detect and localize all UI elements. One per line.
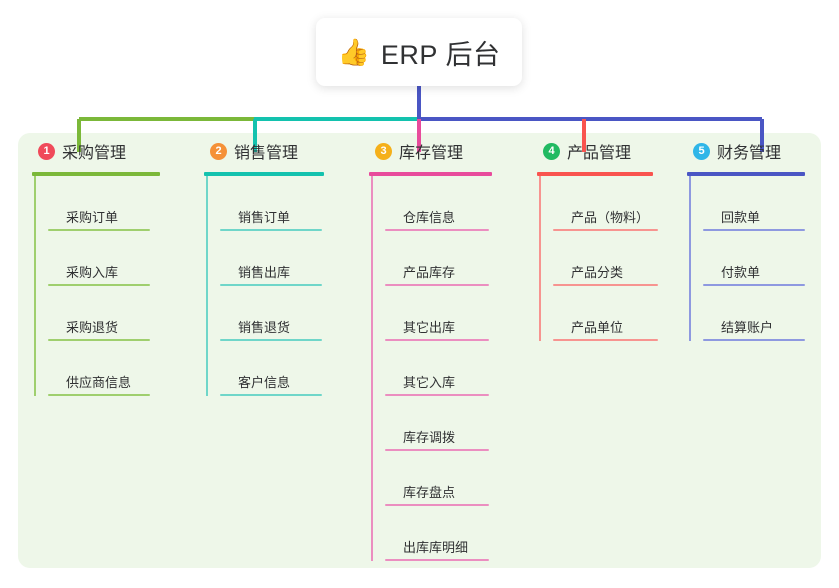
module-number-badge: 4 [543, 142, 560, 160]
thumbs-up-icon: 👍 [337, 37, 370, 67]
module-item-list: 产品（物料） 产品分类产品单位 [539, 176, 673, 341]
module-title: 采购管理 [62, 145, 127, 162]
module-item-list: 销售订单销售出库销售退货客户信息 [206, 176, 355, 396]
module-number-badge: 1 [38, 142, 55, 160]
module-item-underline [703, 339, 805, 341]
module-header-underline [537, 172, 653, 176]
module-item[interactable]: 销售退货 [220, 286, 355, 341]
module-item-label: 采购订单 [66, 210, 119, 225]
module-title: 财务管理 [717, 145, 782, 162]
module-item-label: 结算账户 [721, 320, 774, 335]
module-item-label: 回款单 [721, 210, 761, 225]
module-title: 产品管理 [567, 145, 632, 162]
module-columns: 1 采购管理采购订单采购入库采购退货供应商信息 2 销售管理销售订单销售出库销售退货客… [18, 133, 821, 568]
module-item-label: 客户信息 [238, 375, 291, 390]
module-item-label: 产品库存 [403, 265, 456, 280]
module-item-label: 库存盘点 [403, 485, 456, 500]
module-item[interactable]: 销售出库 [220, 231, 355, 286]
module-item[interactable]: 其它出库 [385, 286, 523, 341]
module-item-label: 销售退货 [238, 320, 291, 335]
module-item-underline [220, 339, 322, 341]
module-header-3[interactable]: 3 库存管理 [369, 133, 523, 169]
module-header-1[interactable]: 1 采购管理 [32, 133, 190, 169]
diagram-background-panel [18, 133, 821, 568]
module-item[interactable]: 采购订单 [48, 176, 190, 231]
module-item-underline [703, 284, 805, 286]
module-item-label: 其它出库 [403, 320, 456, 335]
module-item[interactable]: 产品分类 [553, 231, 673, 286]
module-item-label: 采购入库 [66, 265, 119, 280]
module-item-list: 采购订单采购入库采购退货供应商信息 [34, 176, 190, 396]
module-column-5: 5 财务管理回款单付款单结算账户 [673, 133, 821, 568]
module-header-underline [687, 172, 805, 176]
module-item-underline [385, 339, 489, 341]
module-item-underline [385, 559, 489, 561]
module-item[interactable]: 仓库信息 [385, 176, 523, 231]
module-item-underline [48, 229, 150, 231]
module-item-underline [553, 229, 658, 231]
module-item-label: 出库库明细 [403, 540, 469, 555]
module-item[interactable]: 其它入库 [385, 341, 523, 396]
module-header-2[interactable]: 2 销售管理 [204, 133, 355, 169]
module-header-underline [32, 172, 160, 176]
module-item[interactable]: 产品（物料） [553, 176, 673, 231]
module-header-underline [369, 172, 492, 176]
module-item-underline [385, 394, 489, 396]
module-item[interactable]: 产品库存 [385, 231, 523, 286]
module-item-label: 供应商信息 [66, 375, 132, 390]
module-item-label: 产品分类 [571, 265, 624, 280]
module-item-label: 库存调拨 [403, 430, 456, 445]
module-item-underline [48, 394, 150, 396]
module-item[interactable]: 付款单 [703, 231, 821, 286]
module-item-underline [385, 449, 489, 451]
module-item-underline [48, 339, 150, 341]
module-item-underline [385, 229, 489, 231]
module-item-list: 回款单付款单结算账户 [689, 176, 821, 341]
module-column-1: 1 采购管理采购订单采购入库采购退货供应商信息 [18, 133, 190, 568]
module-item-label: 其它入库 [403, 375, 456, 390]
module-number-badge: 2 [210, 142, 227, 160]
module-number-badge: 3 [375, 142, 392, 160]
module-item[interactable]: 采购退货 [48, 286, 190, 341]
module-item-underline [220, 284, 322, 286]
module-title: 销售管理 [234, 145, 299, 162]
module-item[interactable]: 客户信息 [220, 341, 355, 396]
module-item[interactable]: 结算账户 [703, 286, 821, 341]
module-item[interactable]: 出库库明细 [385, 506, 523, 561]
module-header-5[interactable]: 5 财务管理 [687, 133, 821, 169]
module-item-label: 仓库信息 [403, 210, 456, 225]
module-item-underline [553, 284, 658, 286]
module-column-2: 2 销售管理销售订单销售出库销售退货客户信息 [190, 133, 355, 568]
module-item-label: 采购退货 [66, 320, 119, 335]
module-item-label: 销售订单 [238, 210, 291, 225]
module-item-label: 产品（物料） [571, 210, 650, 225]
module-column-3: 3 库存管理仓库信息产品库存其它出库其它入库库存调拨库存盘点出库库明细 [355, 133, 523, 568]
module-item[interactable]: 库存盘点 [385, 451, 523, 506]
module-item[interactable]: 销售订单 [220, 176, 355, 231]
module-item-underline [48, 284, 150, 286]
module-title: 库存管理 [399, 145, 464, 162]
module-item[interactable]: 回款单 [703, 176, 821, 231]
module-item-underline [553, 339, 658, 341]
module-item[interactable]: 供应商信息 [48, 341, 190, 396]
module-header-4[interactable]: 4 产品管理 [537, 133, 673, 169]
page-title: ERP 后台 [380, 39, 501, 70]
module-item-label: 销售出库 [238, 265, 291, 280]
root-title-card: 👍 ERP 后台 [316, 18, 522, 86]
module-header-underline [204, 172, 324, 176]
module-item-label: 产品单位 [571, 320, 624, 335]
module-item-underline [385, 284, 489, 286]
module-item-underline [220, 229, 322, 231]
module-item-list: 仓库信息产品库存其它出库其它入库库存调拨库存盘点出库库明细 [371, 176, 523, 561]
module-column-4: 4 产品管理产品（物料） 产品分类产品单位 [523, 133, 673, 568]
module-item-underline [220, 394, 322, 396]
module-number-badge: 5 [693, 142, 710, 160]
module-item-underline [703, 229, 805, 231]
module-item[interactable]: 库存调拨 [385, 396, 523, 451]
module-item-label: 付款单 [721, 265, 761, 280]
module-item[interactable]: 产品单位 [553, 286, 673, 341]
module-item[interactable]: 采购入库 [48, 231, 190, 286]
module-item-underline [385, 504, 489, 506]
